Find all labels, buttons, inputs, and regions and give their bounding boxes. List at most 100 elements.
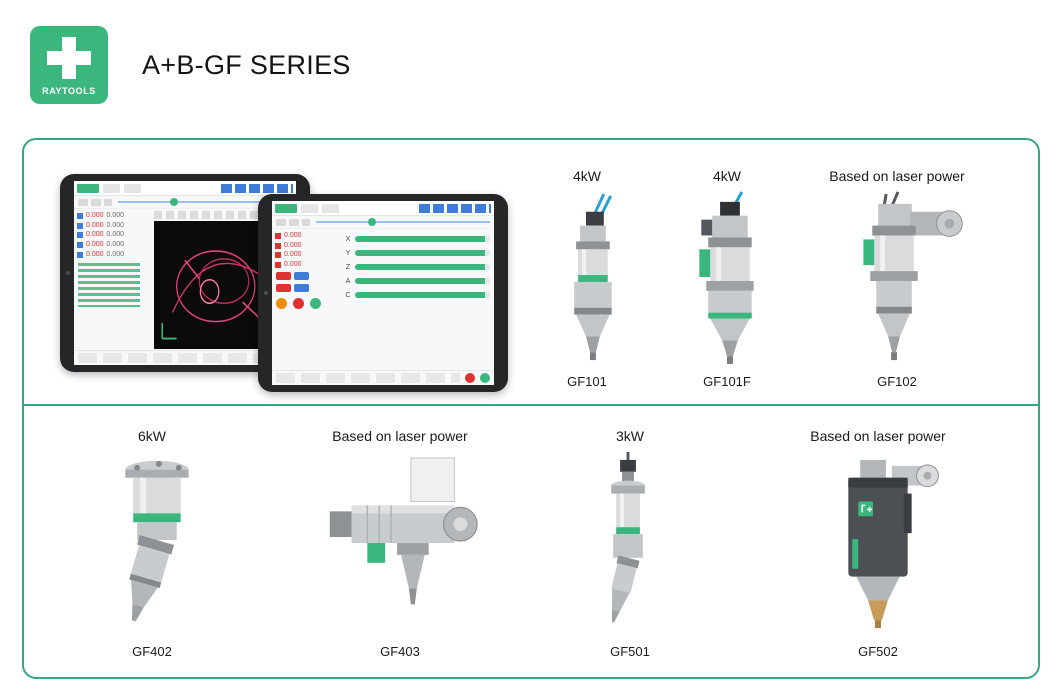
axis-key bbox=[77, 212, 83, 219]
plus-button-icon bbox=[310, 297, 321, 309]
axis-progress-row: A bbox=[344, 274, 490, 288]
power-label: Based on laser power bbox=[810, 428, 946, 444]
feed-slider bbox=[316, 218, 490, 226]
slider-knob bbox=[170, 198, 179, 206]
progress-track bbox=[355, 250, 490, 256]
axis-letter: Y bbox=[345, 249, 351, 257]
axis-value-2: 0.000 bbox=[106, 241, 125, 249]
jog-plus-button bbox=[294, 271, 309, 280]
power-label: 3kW bbox=[616, 428, 644, 444]
gf502-product-image bbox=[848, 459, 939, 629]
coordinate-column: 0.000 0.000 0.000 0.000 bbox=[272, 229, 342, 370]
gf101-product-image bbox=[574, 193, 613, 361]
progress-fill bbox=[355, 278, 485, 284]
axis-progress-row: Z bbox=[344, 260, 490, 274]
coordinate-row: 0.000 bbox=[272, 241, 342, 251]
raytools-logo-mark-icon bbox=[47, 37, 91, 79]
jog-plus-button bbox=[294, 283, 309, 292]
product-gf502: Based on laser power GF502 bbox=[773, 428, 983, 659]
progress-fill bbox=[355, 264, 485, 270]
gf102-product-image bbox=[863, 191, 963, 361]
power-label: 4kW bbox=[573, 168, 601, 184]
bottom-buttons-strip bbox=[78, 353, 292, 363]
progress-track bbox=[355, 278, 490, 284]
axis-value-2: 0.000 bbox=[106, 231, 125, 239]
axis-letter: Z bbox=[345, 263, 351, 271]
axis-letter: A bbox=[345, 277, 351, 285]
screen-bottom-bar bbox=[272, 370, 494, 385]
page-title: A+B-GF SERIES bbox=[142, 49, 351, 80]
jog-minus-button bbox=[276, 271, 291, 280]
active-tab-chip bbox=[77, 183, 99, 193]
gf403-product-image bbox=[329, 457, 478, 605]
model-label: GF102 bbox=[877, 374, 917, 389]
tablet-camera-icon bbox=[264, 291, 268, 295]
model-label: GF403 bbox=[380, 644, 420, 659]
gcode-text-lines bbox=[78, 263, 140, 308]
power-label: 6kW bbox=[138, 428, 166, 444]
coordinate-row: 0.000 bbox=[272, 250, 342, 260]
screen-subbar bbox=[272, 216, 494, 229]
axis-key bbox=[77, 251, 83, 258]
start-stop-buttons bbox=[272, 294, 342, 309]
section-divider bbox=[24, 404, 1038, 406]
feed-slider bbox=[118, 198, 292, 206]
menu-buttons-strip bbox=[221, 183, 293, 193]
coordinate-row: 0.000 bbox=[272, 231, 342, 241]
progress-fill bbox=[355, 250, 485, 256]
power-label: 4kW bbox=[713, 168, 741, 184]
subbar-strip bbox=[78, 198, 112, 206]
record-button-icon bbox=[465, 373, 475, 383]
logo-text: RAYTOOLS bbox=[42, 86, 96, 96]
axis-value-2: 0.000 bbox=[106, 250, 125, 258]
raytools-logo: RAYTOOLS bbox=[30, 26, 108, 104]
axis-progress-row: X bbox=[344, 232, 490, 246]
tab-strip bbox=[301, 203, 343, 213]
gf501-product-image bbox=[611, 451, 645, 623]
slider-knob bbox=[368, 218, 377, 226]
model-label: GF101F bbox=[703, 374, 751, 389]
axis-value: 0.000 bbox=[284, 241, 302, 249]
progress-fill bbox=[355, 236, 485, 242]
product-gf101: 4kW GF101 bbox=[517, 168, 657, 389]
tab-strip bbox=[103, 183, 145, 193]
model-label: GF501 bbox=[610, 644, 650, 659]
axis-value-2: 0.000 bbox=[106, 212, 125, 219]
progress-track bbox=[355, 292, 490, 298]
axis-key bbox=[77, 241, 83, 248]
axis-value: 0.000 bbox=[86, 250, 104, 258]
model-label: GF502 bbox=[858, 644, 898, 659]
stop-button-icon bbox=[293, 297, 304, 309]
axis-value: 0.000 bbox=[86, 221, 104, 229]
tablet-camera-icon bbox=[66, 271, 70, 275]
product-gf501: 3kW GF501 bbox=[555, 428, 705, 659]
gf101f-product-image bbox=[699, 191, 754, 365]
bottom-buttons-strip bbox=[276, 373, 460, 383]
axis-progress-row: C bbox=[344, 288, 490, 302]
progress-track bbox=[355, 236, 490, 242]
axis-progress-row: Y bbox=[344, 246, 490, 260]
screen-toolbar bbox=[272, 201, 494, 216]
axis-letter: C bbox=[345, 291, 351, 299]
product-gf402: 6kW GF402 bbox=[72, 428, 232, 659]
axis-key bbox=[77, 232, 83, 239]
axis-value: 0.000 bbox=[284, 251, 302, 259]
tablet-right: 0.000 0.000 0.000 0.000 X Y Z A C bbox=[258, 194, 508, 392]
product-gf403: Based on laser power GF403 bbox=[295, 428, 505, 659]
jog-buttons-row bbox=[272, 282, 342, 294]
axis-key bbox=[275, 242, 281, 249]
power-label: Based on laser power bbox=[829, 168, 965, 184]
jog-minus-button bbox=[276, 283, 291, 292]
axis-letter: X bbox=[345, 235, 351, 243]
axis-value: 0.000 bbox=[86, 212, 104, 219]
axis-value: 0.000 bbox=[284, 261, 302, 269]
gf402-product-image bbox=[125, 460, 189, 622]
